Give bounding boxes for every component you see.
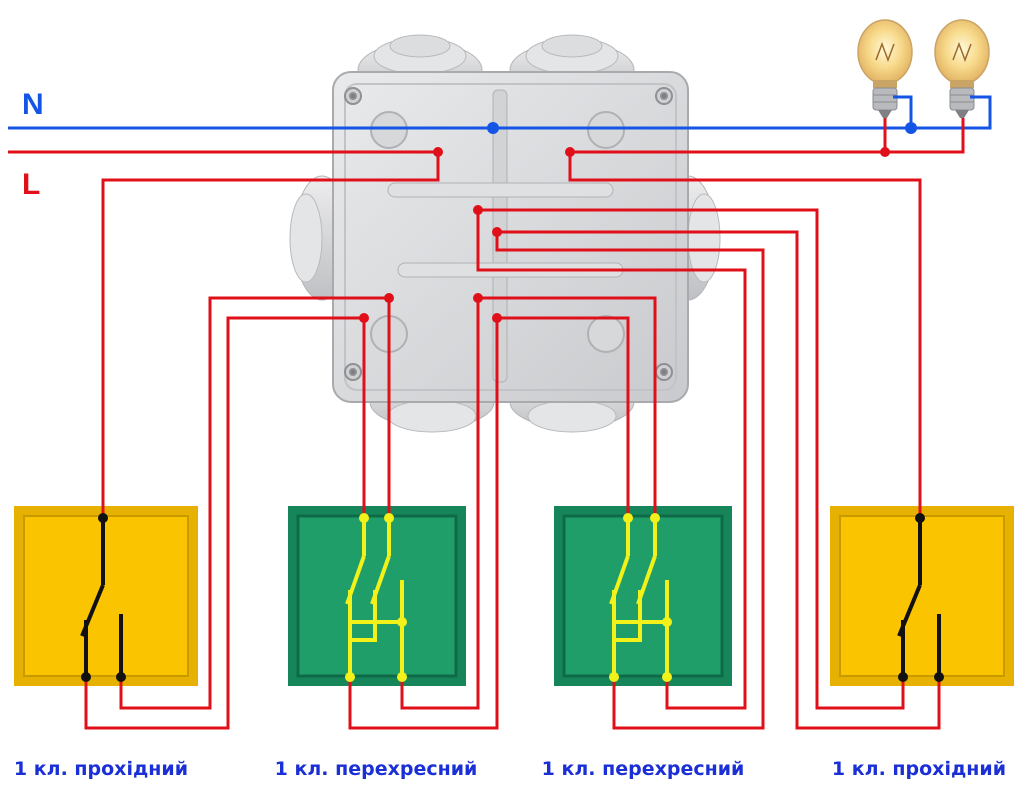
neutral-junction-dot (487, 122, 499, 134)
switch-contacts-4 (897, 518, 941, 677)
switch-terminals-2 (345, 513, 407, 682)
switch-terminals-4 (898, 513, 944, 682)
neutral-wire (8, 95, 992, 130)
switch-4-caption: 1 кл. прохідний (832, 758, 1006, 780)
line-label: L (22, 168, 40, 201)
switch-contacts-1 (80, 518, 123, 677)
switch-terminals-1 (81, 513, 126, 682)
cross-switch-3 (554, 506, 732, 686)
switch-1-caption: 1 кл. прохідний (14, 758, 188, 780)
line-junction-dots (359, 147, 890, 323)
passthrough-switch-1 (14, 506, 198, 686)
box-screws (344, 87, 673, 381)
neutral-label: N (22, 88, 44, 121)
switch-contacts-3 (609, 518, 669, 677)
neutral-junction-dot (905, 122, 917, 134)
light-bulb-icon (934, 19, 990, 118)
line-wires (8, 118, 965, 730)
switch-terminals-3 (609, 513, 672, 682)
switch-2-caption: 1 кл. перехресний (275, 758, 478, 780)
switch-contacts-2 (345, 518, 404, 677)
light-bulb-icon (857, 19, 913, 118)
switch-3-caption: 1 кл. перехресний (542, 758, 745, 780)
